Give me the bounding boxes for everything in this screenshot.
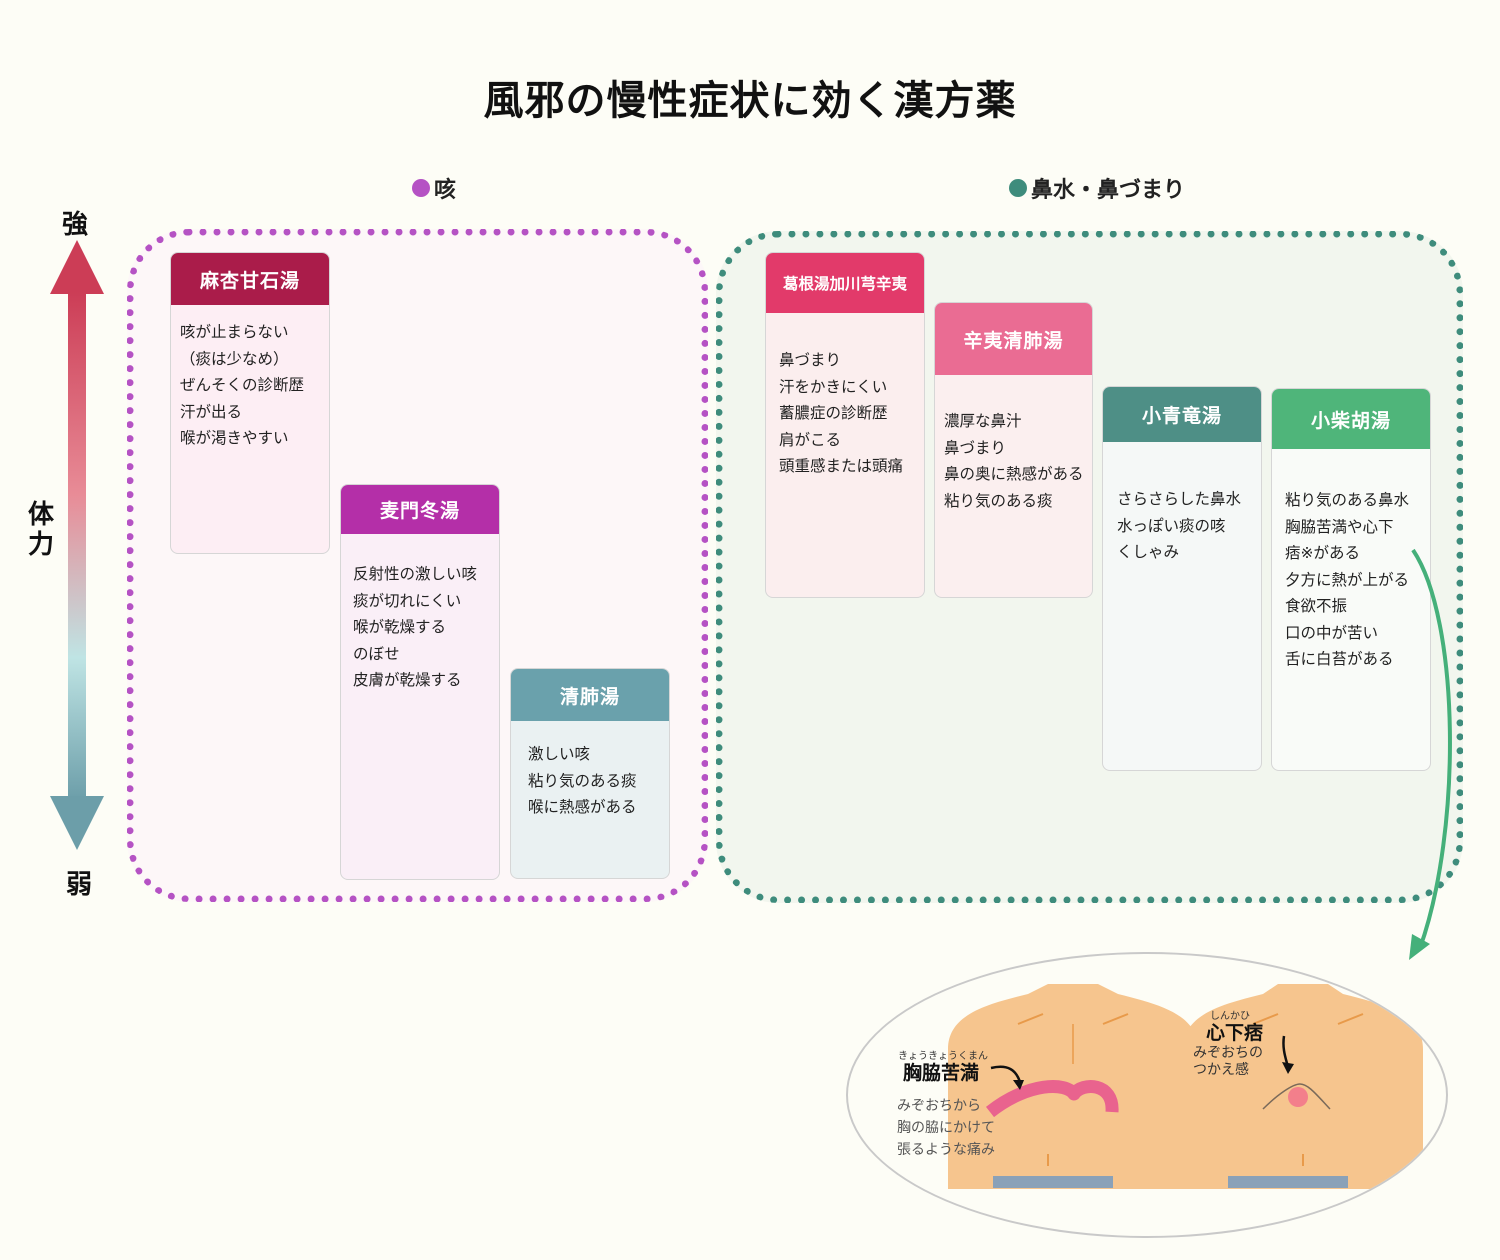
symptom-line: 蓄膿症の診断歴 <box>779 404 888 422</box>
card-shoseiryu: 小青竜湯 さらさらした鼻水水っぽい痰の咳くしゃみ <box>1102 386 1262 771</box>
symptom-line: 喉に熱感がある <box>528 798 637 816</box>
kyokyo-desc-line: みぞおちから <box>897 1098 981 1114</box>
shinkahi-desc-line: みぞおちの <box>1193 1045 1263 1061</box>
card-body: 咳が止まらない （痰は少なめ） ぜんそくの診断歴汗が出る喉が渇きやすい <box>171 305 329 452</box>
symptom-line: のぼせ <box>353 644 400 663</box>
card-header: 清肺湯 <box>511 669 669 721</box>
card-bakumondo: 麦門冬湯 反射性の激しい咳痰が切れにくい喉が乾燥するのぼせ皮膚が乾燥する <box>340 484 500 880</box>
symptom-line: 皮膚が乾燥する <box>353 671 462 689</box>
card-maxing: 麻杏甘石湯 咳が止まらない （痰は少なめ） ぜんそくの診断歴汗が出る喉が渇きやすい <box>170 252 330 554</box>
card-header: 葛根湯加川芎辛夷 <box>766 253 924 313</box>
symptom-line: ぜんそくの診断歴 <box>180 376 305 394</box>
card-kakkon: 葛根湯加川芎辛夷 鼻づまり汗をかきにくい蓄膿症の診断歴肩がこる頭重感または頭痛 <box>765 252 925 598</box>
axis-weak-label: 弱 <box>66 870 93 900</box>
symptom-line: （痰は少なめ） <box>180 349 289 368</box>
kyokyo-description: みぞおちから 胸の脇にかけて 張るような痛み <box>897 1095 995 1161</box>
symptom-line: 汗が出る <box>180 402 243 421</box>
symptom-line: 痞※がある <box>1285 544 1360 562</box>
symptom-line: 口の中が苦い <box>1285 623 1379 642</box>
symptom-line: 喉が乾燥する <box>353 618 447 636</box>
card-header: 辛夷清肺湯 <box>935 303 1092 375</box>
torso-illustration-icon <box>948 984 1423 1189</box>
card-header: 小柴胡湯 <box>1272 389 1430 449</box>
symptom-line: 鼻づまり <box>944 438 1007 457</box>
symptom-line: 舌に白苔がある <box>1285 650 1394 668</box>
symptom-line: 粘り気のある痰 <box>944 491 1053 510</box>
card-body: 反射性の激しい咳痰が切れにくい喉が乾燥するのぼせ皮膚が乾燥する <box>341 534 499 694</box>
axis-title: 体力 <box>27 500 54 560</box>
symptom-line: 汗をかきにくい <box>779 377 888 396</box>
kyokyo-term: 胸脇苦満 <box>903 1062 980 1084</box>
card-body: 濃厚な鼻汁鼻づまり鼻の奥に熱感がある粘り気のある痰 <box>935 375 1092 514</box>
kyokyo-desc-line: 張るような痛み <box>897 1142 995 1158</box>
shinkahi-ruby: しんかひ <box>1210 1011 1250 1022</box>
shinkahi-description: みぞおちの つかえ感 <box>1193 1045 1263 1079</box>
symptom-line: 喉が渇きやすい <box>180 429 289 447</box>
card-seihai: 清肺湯 激しい咳粘り気のある痰喉に熱感がある <box>510 668 670 879</box>
symptom-line: 鼻の奥に熱感がある <box>944 465 1084 483</box>
symptom-line: さらさらした鼻水 <box>1117 490 1242 508</box>
axis-strong-label: 強 <box>62 210 89 240</box>
symptom-line: 鼻づまり <box>779 351 842 369</box>
card-header: 小青竜湯 <box>1103 387 1261 442</box>
symptom-line: 粘り気のある鼻水 <box>1285 491 1410 509</box>
symptom-line: 肩がこる <box>779 430 842 449</box>
card-body: さらさらした鼻水水っぽい痰の咳くしゃみ <box>1103 442 1261 566</box>
symptom-line: 濃厚な鼻汁 <box>944 412 1022 430</box>
cough-label-text: 咳 <box>434 178 457 203</box>
symptom-line: 反射性の激しい咳 <box>353 565 478 583</box>
group-label-cough: 咳 <box>412 172 456 204</box>
card-header: 麦門冬湯 <box>341 485 499 534</box>
shinkahi-term: 心下痞 <box>1206 1022 1264 1044</box>
symptom-line: 頭重感または頭痛 <box>779 457 904 475</box>
symptom-line: 激しい咳 <box>528 745 591 763</box>
nose-label-text: 鼻水・鼻づまり <box>1031 178 1186 203</box>
page-title: 風邪の慢性症状に効く漢方薬 <box>483 78 1017 124</box>
card-body: 鼻づまり汗をかきにくい蓄膿症の診断歴肩がこる頭重感または頭痛 <box>766 313 924 480</box>
card-body: 粘り気のある鼻水胸脇苦満や心下痞※がある夕方に熱が上がる食欲不振口の中が苦い舌に… <box>1272 449 1430 673</box>
shinkahi-desc-line: つかえ感 <box>1193 1062 1249 1078</box>
symptom-line: 水っぽい痰の咳 <box>1117 516 1226 535</box>
kyokyo-ruby: きょうきょうくまん <box>898 1051 988 1062</box>
card-body: 激しい咳粘り気のある痰喉に熱感がある <box>511 721 669 821</box>
group-label-nose: 鼻水・鼻づまり <box>1009 172 1185 204</box>
symptom-line: くしゃみ <box>1117 543 1180 561</box>
kyokyo-desc-line: 胸の脇にかけて <box>897 1120 995 1136</box>
symptom-line: 痰が切れにくい <box>353 591 462 610</box>
cough-dot-icon <box>412 179 430 197</box>
nose-dot-icon <box>1009 179 1027 197</box>
strength-arrow-icon <box>50 240 104 850</box>
symptom-line: 咳が止まらない <box>180 323 289 341</box>
symptom-line: 粘り気のある痰 <box>528 771 637 790</box>
symptom-line: 胸脇苦満や心下 <box>1285 517 1394 536</box>
symptom-line: 食欲不振 <box>1285 597 1348 615</box>
card-shosaiko: 小柴胡湯 粘り気のある鼻水胸脇苦満や心下痞※がある夕方に熱が上がる食欲不振口の中… <box>1271 388 1431 771</box>
card-shini: 辛夷清肺湯 濃厚な鼻汁鼻づまり鼻の奥に熱感がある粘り気のある痰 <box>934 302 1093 598</box>
body-illustration-callout: きょうきょうくまん 胸脇苦満 みぞおちから 胸の脇にかけて 張るような痛み しん… <box>846 952 1448 1238</box>
card-header: 麻杏甘石湯 <box>171 253 329 305</box>
symptom-line: 夕方に熱が上がる <box>1285 570 1410 589</box>
